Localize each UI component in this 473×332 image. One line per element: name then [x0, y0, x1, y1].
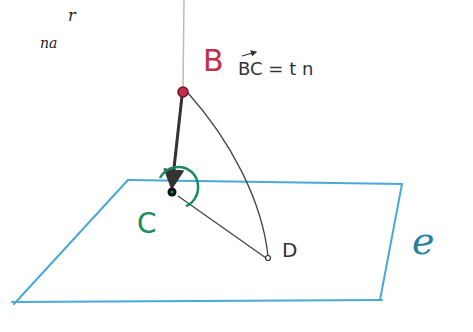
point-label: C: [137, 210, 157, 238]
point-label: D: [282, 240, 297, 260]
point-c-center: [171, 191, 174, 194]
segment-cd: [178, 196, 266, 258]
right-angle-arc: [160, 167, 198, 206]
plane-outline: [12, 180, 402, 304]
normal-line: [183, 0, 184, 88]
cut-off-text: na: [40, 36, 57, 50]
cut-off-text: r: [68, 8, 76, 24]
plane-label: e: [412, 222, 435, 260]
point-c: [168, 188, 177, 197]
point-b: [178, 87, 188, 97]
normal-vector: [172, 96, 182, 186]
point-d: [266, 256, 271, 261]
vector-arrow: [242, 52, 256, 56]
point-label: B: [203, 46, 224, 76]
vector-equation: BC = t n: [238, 60, 313, 78]
